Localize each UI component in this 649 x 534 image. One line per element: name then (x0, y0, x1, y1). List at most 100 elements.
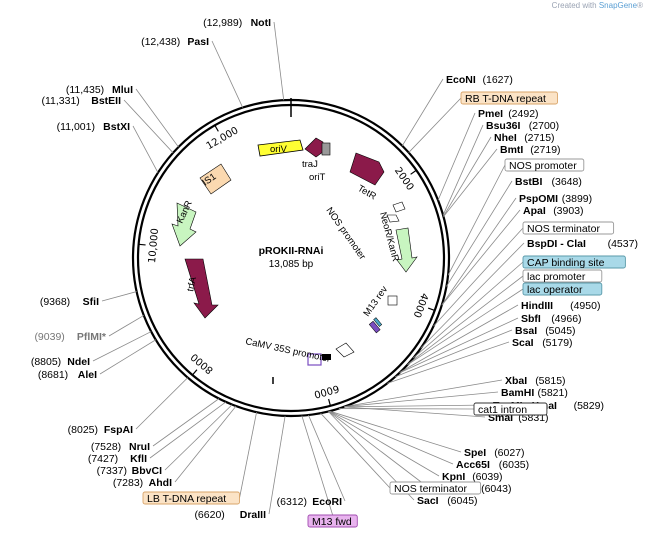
site-position: (6620) (194, 509, 224, 521)
leader-line (345, 379, 503, 407)
site-name: ScaI (512, 337, 534, 349)
site-position: (4950) (570, 300, 600, 312)
leader-line (149, 401, 227, 459)
feature-label-nos-promoter: NOS promoter (324, 205, 368, 261)
feature-box-label: cat1 intron (478, 404, 527, 416)
site-name: SbfI (521, 313, 541, 325)
site-position: (2700) (529, 120, 559, 132)
leader-line (123, 99, 174, 154)
feature-m13rev: M13 rev (361, 284, 398, 334)
site-name: PmeI (478, 108, 503, 120)
brand-name: SnapGene (598, 1, 638, 10)
site-name: SacI (417, 495, 439, 507)
site-position: (6039) (472, 471, 502, 483)
leader-line (328, 411, 440, 477)
site-name: NdeI (67, 356, 90, 368)
site-position: (9368) (40, 296, 70, 308)
leader-line (152, 398, 220, 447)
site-name: SpeI (464, 447, 486, 459)
feature-box (522, 221, 615, 235)
site-name: BbvCI (132, 465, 162, 477)
leader-line (412, 261, 524, 359)
site-position: (6043) (481, 483, 511, 495)
leader-line (441, 209, 521, 306)
site-name: HindIII (521, 300, 553, 312)
leader-line (446, 180, 513, 287)
site-position: (8805) (31, 356, 61, 368)
leader-line (328, 410, 454, 465)
feature-box (522, 255, 626, 269)
leader-line (443, 136, 492, 217)
leader-line (443, 148, 498, 217)
leader-line (399, 317, 519, 374)
site-position: (2719) (530, 144, 560, 156)
feature-box (307, 514, 358, 528)
tick-mark (427, 307, 435, 312)
site-name: BmtI (500, 144, 523, 156)
feature-box (504, 158, 585, 172)
feature-trfA: trfA (184, 258, 219, 319)
site-name: BstXI (103, 121, 130, 133)
leader-line (407, 288, 524, 366)
tick-label: 8000 (189, 351, 216, 376)
site-name: ApaI (523, 205, 546, 217)
site-position: (6312) (277, 496, 307, 508)
site-position: (5179) (542, 337, 572, 349)
leader-line (239, 412, 257, 499)
leader-line (401, 78, 444, 147)
plasmid-length: 13,085 bp (269, 259, 314, 270)
feature-box-label: M13 fwd (312, 516, 352, 528)
feature-box-label: RB T-DNA repeat (465, 93, 546, 105)
feature-box (473, 402, 548, 416)
leader-line (164, 404, 233, 471)
leader-line (101, 291, 137, 302)
site-name: NheI (494, 132, 517, 144)
tick-label: 6000 (313, 382, 340, 399)
site-name: PflMI* (77, 331, 107, 343)
site-name: Bsu36I (486, 120, 521, 132)
leader-line (135, 377, 189, 430)
site-name: Acc65I (456, 459, 490, 471)
leader-line (387, 341, 510, 384)
brand-prefix: Created with (551, 1, 597, 10)
site-name: BspDI - ClaI (527, 238, 586, 250)
leader-line (328, 411, 430, 489)
tick-label: 4000 (411, 291, 430, 319)
site-position: (7283) (113, 477, 143, 489)
feature-box-label: LB T-DNA repeat (147, 493, 226, 505)
leader-line (211, 40, 244, 108)
site-position: (12,989) (203, 17, 242, 29)
feature-label-trfa: trfA (185, 275, 199, 292)
leader-line (447, 164, 506, 276)
leader-line (329, 410, 462, 453)
snapgene-brand: Created with SnapGene® (552, 1, 643, 10)
feature-label-orit: oriT (309, 172, 326, 183)
leader-line (344, 391, 499, 408)
site-position: (11,435) (66, 84, 104, 96)
site-position: (7337) (97, 465, 127, 477)
site-name: NotI (251, 17, 271, 29)
feature-camv35s: CaMV 35S promoter (244, 336, 355, 366)
leader-line (99, 339, 157, 375)
site-position: (5829) (574, 400, 604, 412)
site-name: BsaI (515, 325, 537, 337)
leader-line (441, 197, 517, 306)
leader-line (400, 304, 519, 373)
site-name: SfiI (83, 296, 99, 308)
site-position: (6045) (447, 495, 477, 507)
site-name: BstEII (91, 95, 121, 107)
feature-box (522, 269, 603, 283)
leader-line (320, 412, 391, 489)
site-position: (5815) (535, 375, 565, 387)
feature-label-m13rev: M13 rev (361, 284, 390, 319)
site-name: EcoNI (446, 74, 476, 86)
feature-box (389, 481, 482, 495)
site-name: BstBI (515, 176, 543, 188)
leader-lines (92, 21, 525, 516)
site-position: (3648) (552, 176, 582, 188)
feature-box (522, 282, 603, 296)
feature-orIV: oriV (257, 139, 304, 157)
leader-line (420, 242, 525, 349)
tick-mark (214, 125, 219, 132)
